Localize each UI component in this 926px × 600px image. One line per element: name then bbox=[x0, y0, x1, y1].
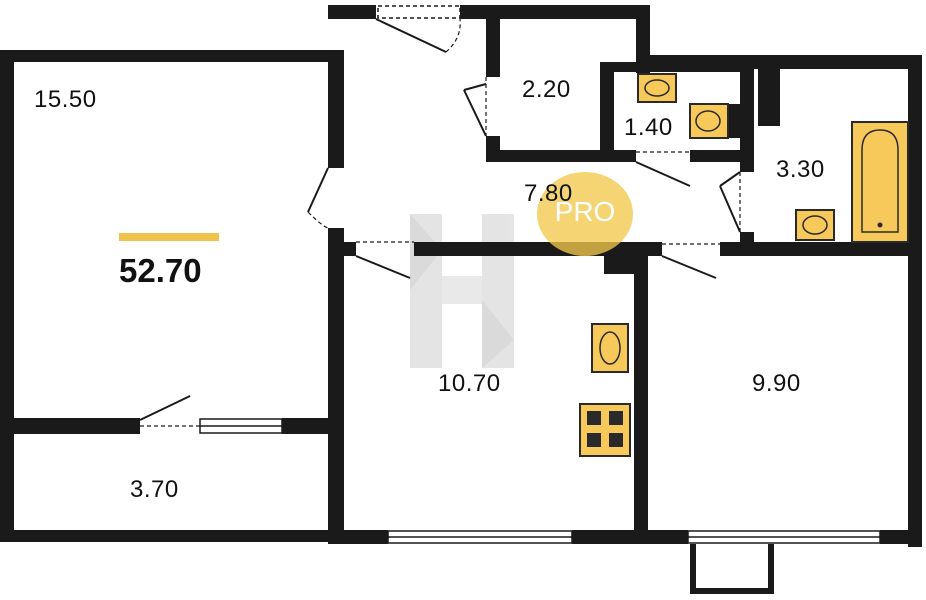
room-area-living-room: 15.50 bbox=[34, 86, 97, 113]
sink-icon bbox=[591, 73, 835, 373]
pro-badge bbox=[537, 172, 633, 256]
room-area-kitchen: 10.70 bbox=[438, 370, 501, 397]
door-icon bbox=[139, 18, 741, 427]
stove-icon bbox=[579, 403, 631, 457]
bathtub-icon bbox=[851, 121, 909, 243]
pro-badge-label: PRO bbox=[554, 196, 616, 227]
room-area-toilet: 1.40 bbox=[624, 114, 673, 141]
walls bbox=[0, 5, 922, 594]
window-icon bbox=[199, 5, 881, 544]
room-area-bedroom: 9.90 bbox=[752, 370, 801, 397]
total-area: 52.70 bbox=[119, 252, 202, 289]
toilet-icon bbox=[689, 103, 729, 139]
room-area-hallway: 7.80 bbox=[524, 180, 573, 207]
watermark-h-logo bbox=[410, 214, 514, 368]
room-area-bathroom: 3.30 bbox=[776, 156, 825, 183]
room-area-storage: 2.20 bbox=[522, 76, 571, 103]
room-area-balcony: 3.70 bbox=[130, 476, 179, 503]
total-area-accent-bar bbox=[119, 233, 219, 241]
